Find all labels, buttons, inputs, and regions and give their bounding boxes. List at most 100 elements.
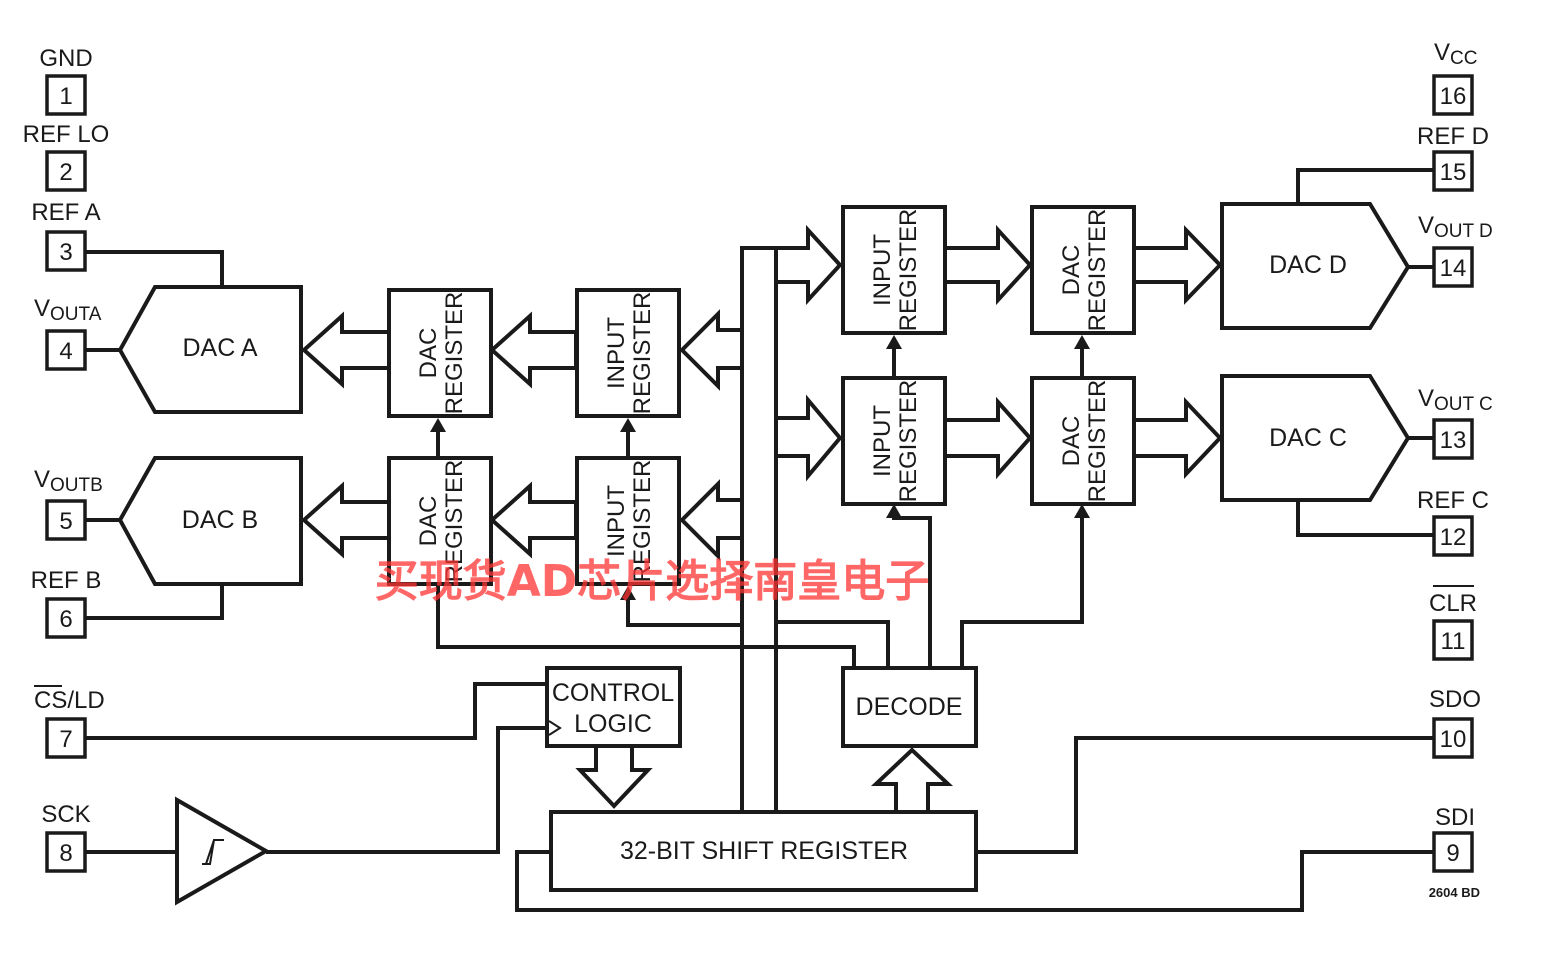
pin-8-number: 8	[59, 840, 72, 867]
dac-register-c-line2: REGISTER	[1084, 380, 1111, 503]
input-register-b	[575, 456, 681, 586]
pin-2-number: 2	[59, 159, 72, 186]
pin-6-label: REF B	[31, 567, 102, 594]
bus-arrow-bus-c	[774, 394, 843, 482]
input-register-a	[575, 288, 681, 418]
dac-register-c-line1: DAC	[1058, 416, 1085, 467]
pin-10-label: SDO	[1429, 686, 1481, 713]
schmitt-trigger-icon	[202, 839, 224, 865]
wire-ref-c	[1296, 500, 1433, 537]
pin-13-label: VOUT C	[1418, 385, 1493, 415]
pin-1-number: 1	[59, 83, 72, 110]
control-logic-block	[545, 666, 682, 748]
dac-a-label: DAC A	[182, 334, 257, 362]
pin-7-box	[45, 717, 87, 759]
pin-12-box	[1432, 515, 1474, 557]
bus-arrow-dac-reg-c	[1132, 396, 1223, 480]
bus-arrow-dac-reg-b	[301, 481, 391, 559]
pin-4-box	[45, 329, 87, 371]
pin-16-number: 16	[1440, 83, 1467, 110]
bus-arrow-dac-reg-a	[301, 311, 391, 389]
input-register-a-line2: REGISTER	[629, 292, 656, 415]
pin-12-label: REF C	[1417, 487, 1489, 514]
arrowhead-dac-d	[1074, 335, 1090, 349]
watermark-text: 买现货AD芯片选择南皇电子	[375, 556, 930, 607]
pin-2-label: REF LO	[23, 121, 110, 148]
control-logic-line2: LOGIC	[574, 710, 652, 738]
arrowhead-input-b	[620, 586, 636, 600]
pin-10-box	[1432, 717, 1474, 759]
pin-2-box	[45, 150, 87, 192]
pin-9-label: SDI	[1435, 804, 1475, 831]
pins-right: VCC 16 REF D 15 VOUT D 14 VOUT C 13 REF …	[1417, 39, 1493, 900]
input-register-c-line1: INPUT	[869, 405, 896, 477]
input-register-d-line2: REGISTER	[895, 209, 922, 332]
pin-15-label: REF D	[1417, 123, 1489, 150]
wire-bus-right-1	[774, 280, 808, 812]
pin-13-number: 13	[1440, 427, 1467, 454]
arrowhead-input-d	[886, 335, 902, 349]
pin-11-box	[1432, 619, 1474, 661]
dac-register-a-line1: DAC	[415, 328, 442, 379]
arrowhead-dac-c	[1074, 504, 1090, 518]
pin-10-number: 10	[1440, 726, 1467, 753]
pin-4-label: VOUTA	[34, 295, 102, 325]
pin-6-number: 6	[59, 606, 72, 633]
pin-3-label: REF A	[31, 199, 100, 226]
dac-d-block	[1220, 202, 1411, 330]
wire-dec-4	[960, 510, 1084, 668]
wire-bus-left-1	[718, 498, 744, 812]
dac-register-c	[1030, 376, 1136, 506]
pin-3-number: 3	[59, 239, 72, 266]
pin-5-label: VOUTB	[34, 466, 103, 496]
shift-register-block	[549, 810, 978, 892]
input-register-d	[841, 205, 947, 335]
bus-arrow-decode	[870, 747, 954, 814]
dac-b-label: DAC B	[182, 506, 258, 534]
pin-12-number: 12	[1440, 524, 1467, 551]
wire-ref-b	[86, 584, 224, 620]
dac-register-d-line2: REGISTER	[1084, 209, 1111, 332]
dac-b-block	[117, 456, 303, 586]
bus-arrow-input-d	[942, 224, 1033, 306]
bus-arrows	[301, 224, 1223, 814]
bus-arrow-control	[575, 744, 653, 809]
dac-register-a-line2: REGISTER	[441, 292, 468, 415]
dac-a-block	[117, 285, 303, 414]
schmitt-buffer	[175, 796, 271, 906]
pin-14-box	[1432, 246, 1474, 288]
bus-arrow-bus-d	[774, 224, 843, 306]
wire-bus-left-1b	[718, 366, 744, 500]
input-register-b-line2: REGISTER	[629, 460, 656, 583]
bus-arrow-bus-a	[679, 309, 744, 391]
dac-register-d	[1030, 205, 1136, 335]
pin-14-number: 14	[1440, 255, 1467, 282]
bus-arrow-bus-b	[679, 479, 744, 561]
pin-6-box	[45, 597, 87, 639]
bus-arrow-input-a	[489, 311, 578, 389]
figure-id: 2604 BD	[1429, 885, 1480, 900]
bus-arrow-input-c	[942, 396, 1033, 480]
blocks: DAC A DAC B DAC D DAC C DAC REGISTER INP…	[117, 202, 1411, 906]
dac-d-label: DAC D	[1269, 251, 1347, 279]
wire-ref-a	[86, 250, 224, 287]
input-register-d-line1: INPUT	[869, 234, 896, 306]
pin-7-number: 7	[59, 726, 72, 753]
decode-label: DECODE	[856, 693, 963, 721]
pin-8-label: SCK	[41, 801, 90, 828]
pin-5-number: 5	[59, 508, 72, 535]
wire-dec-1	[742, 645, 856, 668]
dac-register-d-line1: DAC	[1058, 245, 1085, 296]
pin-16-box	[1432, 74, 1474, 116]
wire-sdo	[976, 736, 1433, 854]
pin-15-box	[1432, 150, 1474, 192]
pin-9-box	[1432, 831, 1474, 873]
pin-15-number: 15	[1440, 159, 1467, 186]
pin-11-number: 11	[1441, 628, 1466, 655]
pin-1-label: GND	[39, 45, 92, 72]
dac-register-a	[387, 288, 493, 418]
arrowhead-input-c	[886, 504, 902, 518]
pin-16-label: VCC	[1434, 39, 1477, 69]
pin-3-box	[45, 230, 87, 272]
